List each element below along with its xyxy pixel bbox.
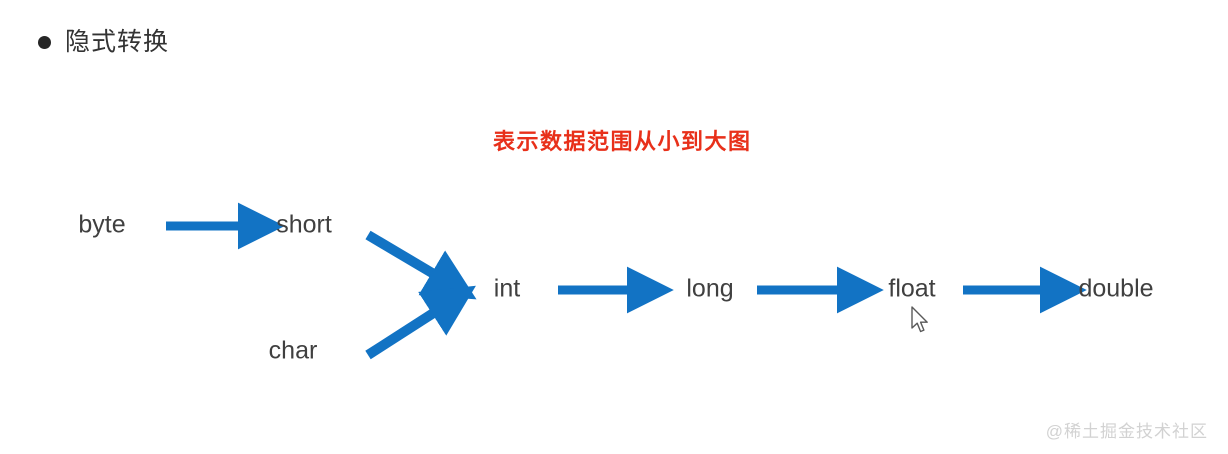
node-byte: byte <box>78 210 126 239</box>
node-int: int <box>493 274 521 303</box>
node-double: double <box>1078 274 1154 303</box>
node-short: short <box>276 210 332 239</box>
mouse-pointer-icon <box>911 306 928 333</box>
node-long: long <box>686 274 734 303</box>
arrow-short-to-int <box>365 230 477 300</box>
arrow-char-to-int <box>365 285 476 360</box>
diagram-caption: 表示数据范围从小到大图 <box>493 129 752 154</box>
bullet-dot-icon <box>38 36 51 49</box>
page-title: 隐式转换 <box>65 28 170 56</box>
watermark: @稀土掘金技术社区 <box>1045 422 1208 441</box>
node-float: float <box>888 274 936 303</box>
node-char: char <box>268 336 318 365</box>
heading-bullet-line: 隐式转换 <box>38 30 169 55</box>
